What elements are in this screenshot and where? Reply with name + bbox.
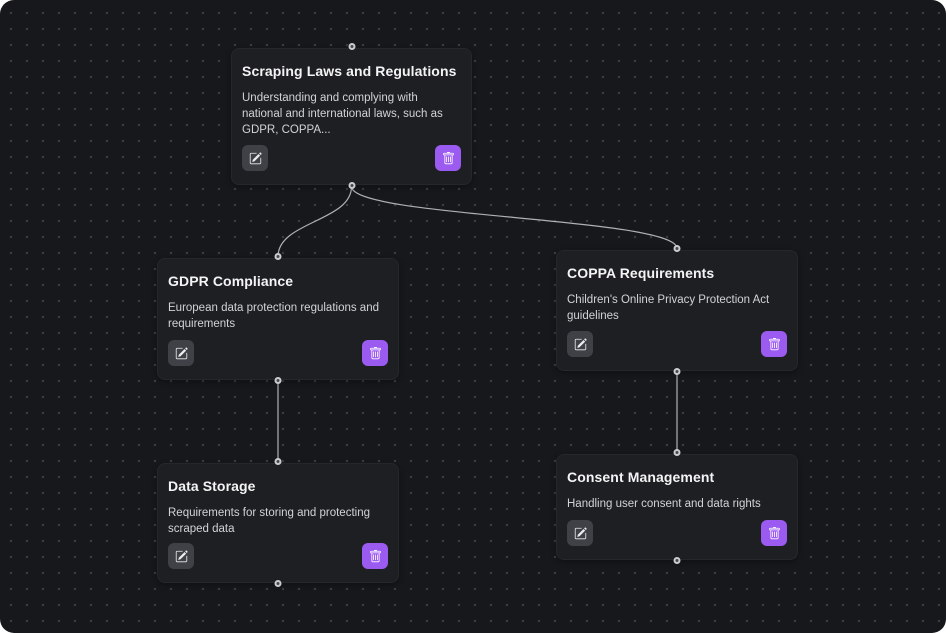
connection-handle-top[interactable]	[673, 245, 681, 252]
node-title: Consent Management	[567, 469, 715, 485]
node-actions	[242, 145, 461, 171]
node-actions	[567, 331, 787, 357]
edit-node-button[interactable]	[567, 520, 593, 546]
edit-node-button[interactable]	[168, 340, 194, 366]
pencil-square-icon	[175, 549, 188, 562]
delete-node-button[interactable]	[761, 331, 787, 357]
node-gdpr-compliance[interactable]: GDPR Compliance European data protection…	[157, 253, 399, 384]
node-title: Scraping Laws and Regulations	[242, 63, 457, 79]
edge-root-to-coppa	[350, 186, 678, 249]
node-description: Children's Online Privacy Protection Act…	[567, 294, 770, 322]
node-description: Understanding and complying with nationa…	[242, 92, 443, 136]
pencil-square-icon	[249, 151, 262, 164]
node-actions	[567, 520, 787, 546]
node-data-storage[interactable]: Data Storage Requirements for storing an…	[157, 458, 399, 587]
node-description: European data protection regulations and…	[168, 302, 379, 330]
node-description: Handling user consent and data rights	[567, 498, 761, 510]
delete-node-button[interactable]	[362, 543, 388, 569]
trash-icon	[768, 337, 780, 350]
connection-handle-bottom[interactable]	[274, 377, 282, 384]
node-title: Data Storage	[168, 478, 256, 494]
pencil-square-icon	[175, 346, 188, 359]
connection-handle-bottom[interactable]	[348, 182, 355, 189]
trash-icon	[768, 526, 780, 539]
node-actions	[168, 543, 388, 569]
trash-icon	[369, 346, 381, 359]
node-consent-management[interactable]: Consent Management Handling user consent…	[556, 449, 798, 564]
connection-handle-top[interactable]	[673, 449, 681, 456]
trash-icon	[442, 151, 454, 164]
connection-handle-top[interactable]	[274, 253, 282, 260]
pencil-square-icon	[574, 526, 587, 539]
connection-handle-bottom[interactable]	[673, 368, 681, 375]
edit-node-button[interactable]	[242, 145, 268, 171]
connection-handle-bottom[interactable]	[274, 580, 282, 587]
edit-node-button[interactable]	[567, 331, 593, 357]
edit-node-button[interactable]	[168, 543, 194, 569]
delete-node-button[interactable]	[362, 340, 388, 366]
node-title: COPPA Requirements	[567, 265, 715, 281]
node-scraping-laws[interactable]: Scraping Laws and Regulations Understand…	[231, 43, 472, 189]
connection-handle-top[interactable]	[274, 458, 282, 465]
node-actions	[168, 340, 388, 366]
node-title: GDPR Compliance	[168, 273, 294, 289]
connection-handle-top[interactable]	[348, 43, 355, 50]
delete-node-button[interactable]	[435, 145, 461, 171]
node-coppa-requirements[interactable]: COPPA Requirements Children's Online Pri…	[556, 245, 798, 375]
connection-handle-bottom[interactable]	[673, 557, 681, 564]
edge-root-to-gdpr	[277, 186, 353, 257]
trash-icon	[369, 549, 381, 562]
pencil-square-icon	[574, 337, 587, 350]
delete-node-button[interactable]	[761, 520, 787, 546]
node-description: Requirements for storing and protecting …	[168, 507, 370, 535]
